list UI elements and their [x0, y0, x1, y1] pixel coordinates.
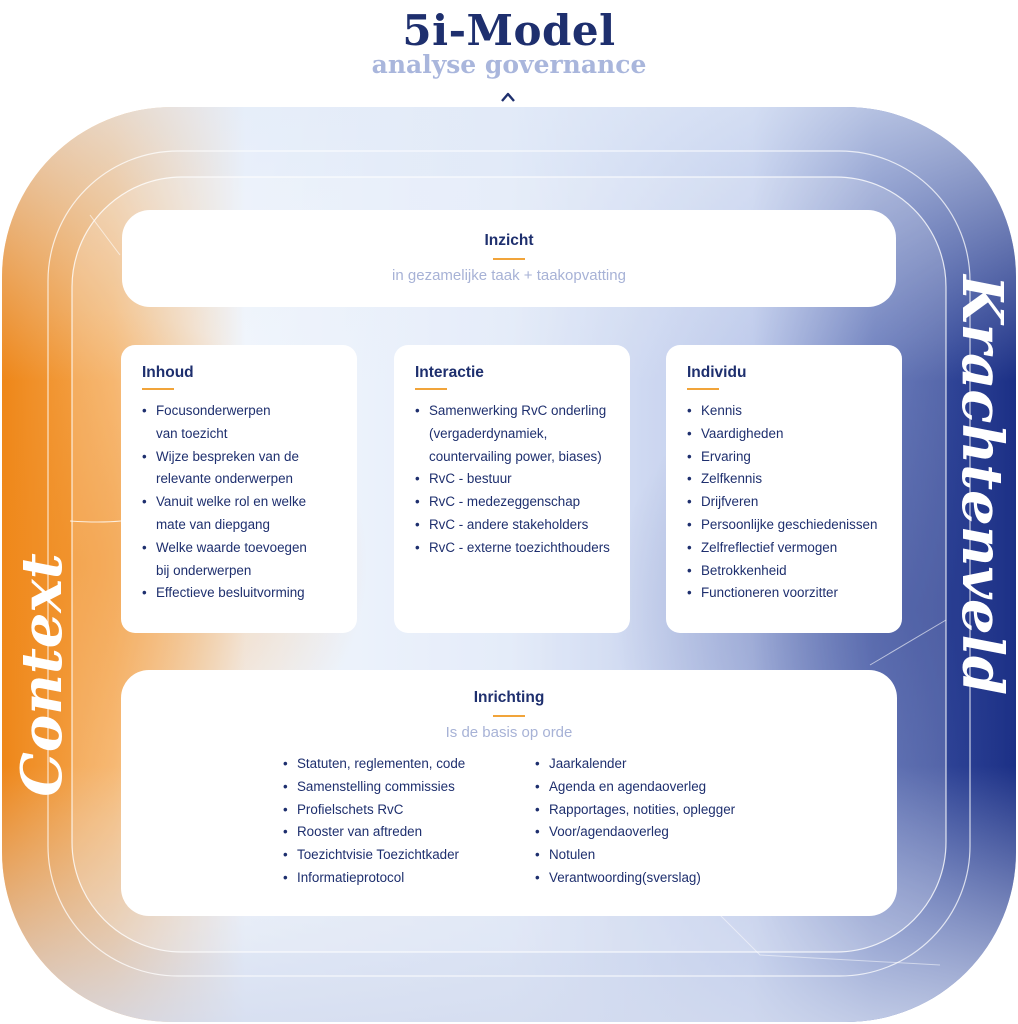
inzicht-card: Inzicht in gezamelijke taak + taakopvatt… [122, 210, 896, 307]
list-item: RvC - externe toezichthouders [415, 537, 610, 560]
list-item: Profielschets RvC [283, 799, 465, 822]
inrichting-title: Inrichting [473, 689, 545, 706]
inzicht-underline [493, 258, 525, 260]
list-item-continued: mate van diepgang [156, 516, 270, 532]
inzicht-title: Inzicht [484, 232, 534, 249]
individu-title: Individu [687, 364, 747, 381]
list-item: Agenda en agendaoverleg [535, 776, 735, 799]
individu-card: Individu Kennis Vaardigheden Ervaring Ze… [666, 345, 902, 633]
list-item: Samenwerking RvC onderling [415, 400, 610, 423]
list-item: Zelfreflectief vermogen [687, 537, 877, 560]
inhoud-title: Inhoud [142, 364, 194, 381]
list-item: Functioneren voorzitter [687, 582, 877, 605]
list-item: Rooster van aftreden [283, 821, 465, 844]
list-item: Drijfveren [687, 491, 877, 514]
inhoud-card: Inhoud Focusonderwerpen van toezicht Wij… [121, 345, 357, 633]
list-item-continued: (vergaderdynamiek, [429, 425, 548, 441]
inhoud-list: Focusonderwerpen van toezicht Wijze besp… [142, 400, 307, 605]
model-subtitle: analyse governance [371, 50, 647, 79]
list-item: RvC - andere stakeholders [415, 514, 610, 537]
list-item: Toezichtvisie Toezichtkader [283, 844, 465, 867]
model-title: 5i-Model [402, 6, 616, 55]
list-item: Rapportages, notities, oplegger [535, 799, 735, 822]
list-item-continued: van toezicht [156, 425, 228, 441]
krachtenveld-label: Krachtenveld [949, 274, 1015, 696]
list-item: Jaarkalender [535, 753, 735, 776]
list-item: Voor/agendaoverleg [535, 821, 735, 844]
inhoud-underline [142, 388, 174, 390]
inrichting-header: Inrichting Is de basis op orde [121, 689, 897, 741]
interactie-list: Samenwerking RvC onderling (vergaderdyna… [415, 400, 610, 560]
inrichting-underline [493, 715, 525, 717]
list-item: Effectieve besluitvorming [142, 582, 307, 605]
inrichting-card: Inrichting Is de basis op orde Statuten,… [121, 670, 897, 916]
individu-list: Kennis Vaardigheden Ervaring Zelfkennis … [687, 400, 877, 605]
list-item: Welke waarde toevoegen [142, 537, 307, 560]
inzicht-subtitle: in gezamelijke taak + taakopvatting [392, 267, 626, 284]
list-item: Samenstelling commissies [283, 776, 465, 799]
list-item-continued: bij onderwerpen [156, 562, 252, 578]
list-item-continued: countervailing power, biases) [429, 448, 602, 464]
context-label: Context [9, 553, 75, 797]
inrichting-list-right: Jaarkalender Agenda en agendaoverleg Rap… [535, 753, 735, 890]
list-item: Focusonderwerpen [142, 400, 307, 423]
list-item-continued: relevante onderwerpen [156, 471, 293, 487]
interactie-card: Interactie Samenwerking RvC onderling (v… [394, 345, 630, 633]
list-item: Ervaring [687, 446, 877, 469]
list-item: Informatieprotocol [283, 867, 465, 890]
list-item: Betrokkenheid [687, 560, 877, 583]
list-item: Zelfkennis [687, 468, 877, 491]
list-item: RvC - bestuur [415, 468, 610, 491]
list-item: Verantwoording(sverslag) [535, 867, 735, 890]
list-item: Vaardigheden [687, 423, 877, 446]
list-item: Kennis [687, 400, 877, 423]
list-item: Vanuit welke rol en welke [142, 491, 307, 514]
list-item: Statuten, reglementen, code [283, 753, 465, 776]
inrichting-subtitle: Is de basis op orde [445, 724, 573, 741]
inrichting-list-left: Statuten, reglementen, code Samenstellin… [283, 753, 465, 890]
list-item: Wijze bespreken van de [142, 446, 307, 469]
caret-up-icon [501, 92, 515, 102]
interactie-title: Interactie [415, 364, 484, 381]
list-item: Persoonlijke geschiedenissen [687, 514, 877, 537]
list-item: Notulen [535, 844, 735, 867]
individu-underline [687, 388, 719, 390]
interactie-underline [415, 388, 447, 390]
list-item: RvC - medezeggenschap [415, 491, 610, 514]
